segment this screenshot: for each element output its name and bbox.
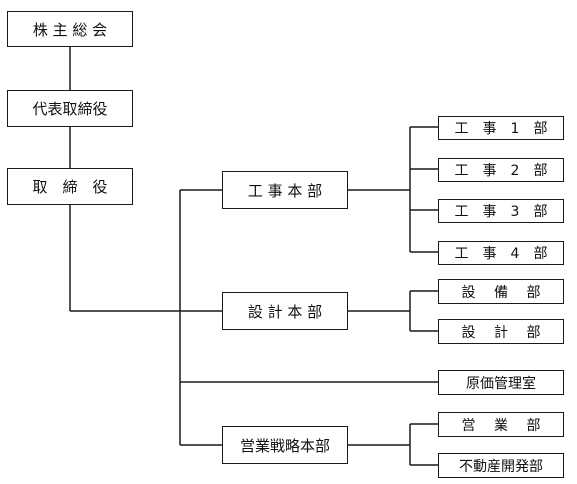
- sales-strategy-hq-box: 営業戦略本部: [222, 426, 348, 464]
- design-dept-box: 設 計 部: [438, 319, 564, 344]
- board-of-directors-box: 取 締 役: [7, 168, 133, 205]
- equipment-dept-box: 設 備 部: [438, 279, 564, 304]
- construction-dept-1-box: 工 事 1 部: [438, 116, 564, 140]
- construction-dept-3-box: 工 事 3 部: [438, 199, 564, 223]
- real-estate-development-dept-box: 不動産開発部: [438, 453, 564, 478]
- cost-management-office-box: 原価管理室: [438, 370, 564, 395]
- representative-director-box: 代表取締役: [7, 90, 133, 127]
- design-hq-box: 設 計 本 部: [222, 292, 348, 330]
- construction-dept-2-box: 工 事 2 部: [438, 158, 564, 182]
- construction-hq-box: 工 事 本 部: [222, 171, 348, 209]
- shareholders-meeting-box: 株 主 総 会: [7, 11, 133, 47]
- sales-dept-box: 営 業 部: [438, 412, 564, 437]
- construction-dept-4-box: 工 事 4 部: [438, 241, 564, 265]
